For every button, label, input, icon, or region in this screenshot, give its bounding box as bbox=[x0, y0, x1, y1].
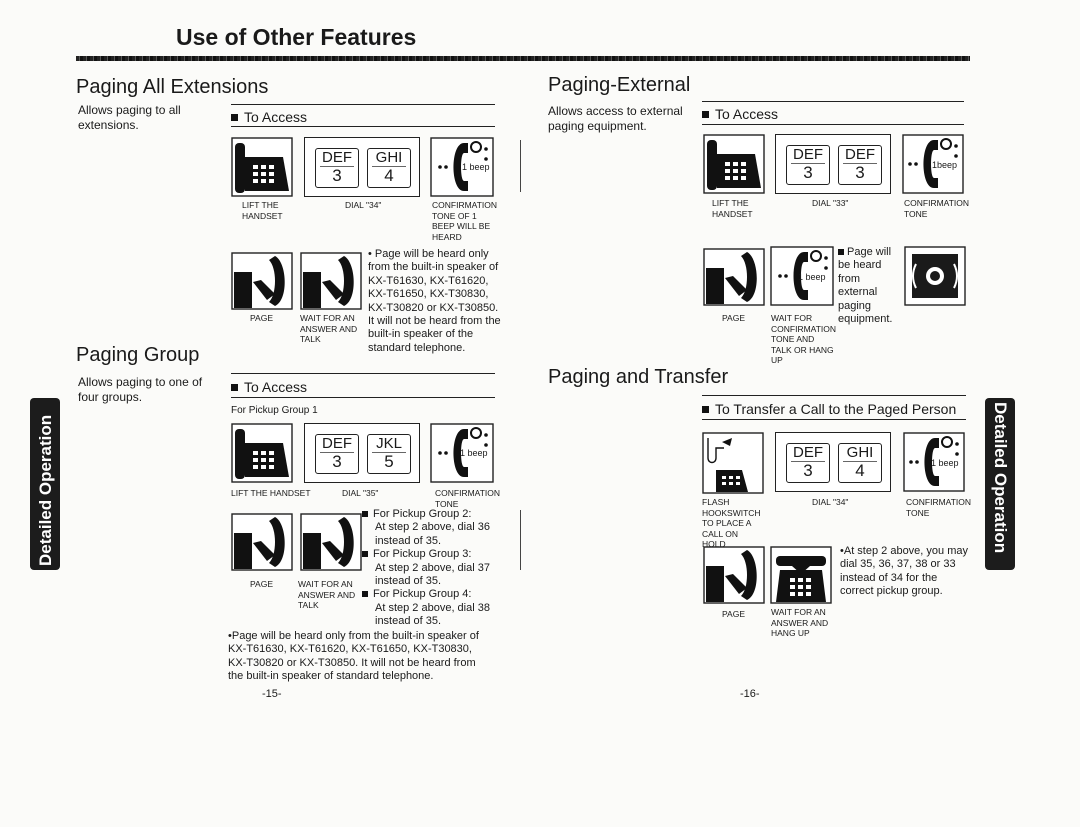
step-caption: LIFT THE HANDSET bbox=[712, 198, 753, 219]
step-caption: CONFIRMATION TONE bbox=[904, 198, 970, 219]
note: •Page will be heard only from the built-… bbox=[228, 630, 479, 683]
section-heading: Paging-External bbox=[548, 74, 691, 96]
section-heading: Paging Group bbox=[76, 344, 200, 366]
wait-answer-icon bbox=[300, 513, 362, 576]
beep-label: 1 beep bbox=[460, 448, 488, 458]
step-caption: CONFIRMATION TONE bbox=[906, 497, 972, 518]
beep-handset-icon: 1beep bbox=[902, 134, 964, 199]
step-caption: DIAL "35" bbox=[342, 488, 379, 498]
subheading: To Access bbox=[702, 106, 778, 122]
page-number: -16- bbox=[740, 688, 760, 700]
divider bbox=[231, 397, 495, 398]
divider bbox=[231, 126, 495, 127]
step-caption: WAIT FOR AN ANSWER AND TALK bbox=[298, 579, 356, 610]
page-speaker-icon bbox=[231, 252, 293, 315]
divider bbox=[231, 373, 495, 374]
margin-mark bbox=[520, 140, 521, 192]
step-caption: DIAL "34" bbox=[812, 497, 849, 507]
step-caption: LIFT THE HANDSET bbox=[242, 200, 283, 221]
page-speaker-icon bbox=[231, 513, 293, 576]
note: •At step 2 above, you may dial 35, 36, 3… bbox=[840, 545, 968, 598]
page-speaker-icon bbox=[703, 248, 765, 311]
subheading: To Access bbox=[231, 379, 307, 395]
step-caption: WAIT FOR AN ANSWER AND HANG UP bbox=[771, 607, 829, 638]
section-description: Allows paging to all extensions. bbox=[78, 103, 181, 132]
margin-mark bbox=[520, 510, 521, 570]
note: • Page will be heard only from the built… bbox=[368, 248, 501, 354]
pickup-group-note: For Pickup Group 3:At step 2 above, dial… bbox=[362, 548, 502, 588]
section-description: Allows access to external paging equipme… bbox=[548, 104, 683, 133]
page-number: -15- bbox=[262, 688, 282, 700]
step-caption: PAGE bbox=[722, 313, 745, 323]
pickup-group-label: For Pickup Group 1 bbox=[231, 405, 318, 416]
side-tab-right: Detailed Operation bbox=[985, 398, 1015, 570]
handset-phone-icon bbox=[231, 423, 293, 488]
subheading: To Transfer a Call to the Paged Person bbox=[702, 401, 956, 417]
handset-phone-icon bbox=[231, 137, 293, 202]
side-tab-left: Detailed Operation bbox=[30, 398, 60, 570]
external-speaker-icon bbox=[904, 246, 966, 311]
beep-handset-icon: 1 beep bbox=[430, 137, 494, 202]
pickup-group-note: For Pickup Group 4:At step 2 above, dial… bbox=[362, 588, 502, 628]
beep-label: 1 beep bbox=[462, 162, 490, 172]
divider bbox=[702, 101, 964, 102]
header-rule bbox=[76, 56, 970, 61]
step-caption: PAGE bbox=[250, 579, 273, 589]
step-caption: DIAL "34" bbox=[345, 200, 382, 210]
divider bbox=[702, 124, 964, 125]
beep-label: 1beep bbox=[932, 160, 958, 170]
step-caption: WAIT FOR CONFIRMATION TONE AND TALK OR H… bbox=[771, 313, 837, 365]
divider bbox=[231, 104, 495, 105]
step-caption: FLASH HOOKSWITCH TO PLACE A CALL ON HOLD bbox=[702, 497, 761, 549]
page-speaker-icon bbox=[703, 546, 765, 609]
page-title: Use of Other Features bbox=[176, 24, 417, 50]
divider bbox=[702, 395, 966, 396]
step-caption: CONFIRMATION TONE OF 1 BEEP WILL BE HEAR… bbox=[432, 200, 498, 242]
step-caption: LIFT THE HANDSET bbox=[231, 488, 311, 498]
subheading: To Access bbox=[231, 109, 307, 125]
side-tab-label: Detailed Operation bbox=[36, 414, 55, 566]
wait-answer-icon bbox=[300, 252, 362, 315]
pickup-group-notes: For Pickup Group 2:At step 2 above, dial… bbox=[362, 508, 502, 629]
beep-label: 1 beep bbox=[931, 458, 959, 468]
step-caption: DIAL "33" bbox=[812, 198, 849, 208]
hang-up-phone-icon bbox=[770, 546, 832, 609]
section-heading: Paging All Extensions bbox=[76, 76, 269, 98]
beep-handset-icon: 1 beep bbox=[770, 246, 834, 311]
pickup-group-note: For Pickup Group 2:At step 2 above, dial… bbox=[362, 508, 502, 548]
step-caption: CONFIRMATION TONE bbox=[435, 488, 501, 509]
flash-hookswitch-icon bbox=[702, 432, 764, 499]
beep-label: 1 beep bbox=[798, 272, 826, 282]
section-description: Allows paging to one of four groups. bbox=[78, 375, 203, 404]
step-caption: PAGE bbox=[722, 609, 745, 619]
divider bbox=[702, 419, 966, 420]
side-tab-label: Detailed Operation bbox=[991, 402, 1010, 554]
beep-handset-icon: 1 beep bbox=[903, 432, 965, 497]
handset-phone-icon bbox=[703, 134, 765, 199]
step-caption: PAGE bbox=[250, 313, 273, 323]
beep-handset-icon: 1 beep bbox=[430, 423, 494, 488]
section-heading: Paging and Transfer bbox=[548, 366, 729, 388]
step-caption: WAIT FOR AN ANSWER AND TALK bbox=[300, 313, 358, 344]
note: Page will be heard from external paging … bbox=[838, 246, 893, 326]
